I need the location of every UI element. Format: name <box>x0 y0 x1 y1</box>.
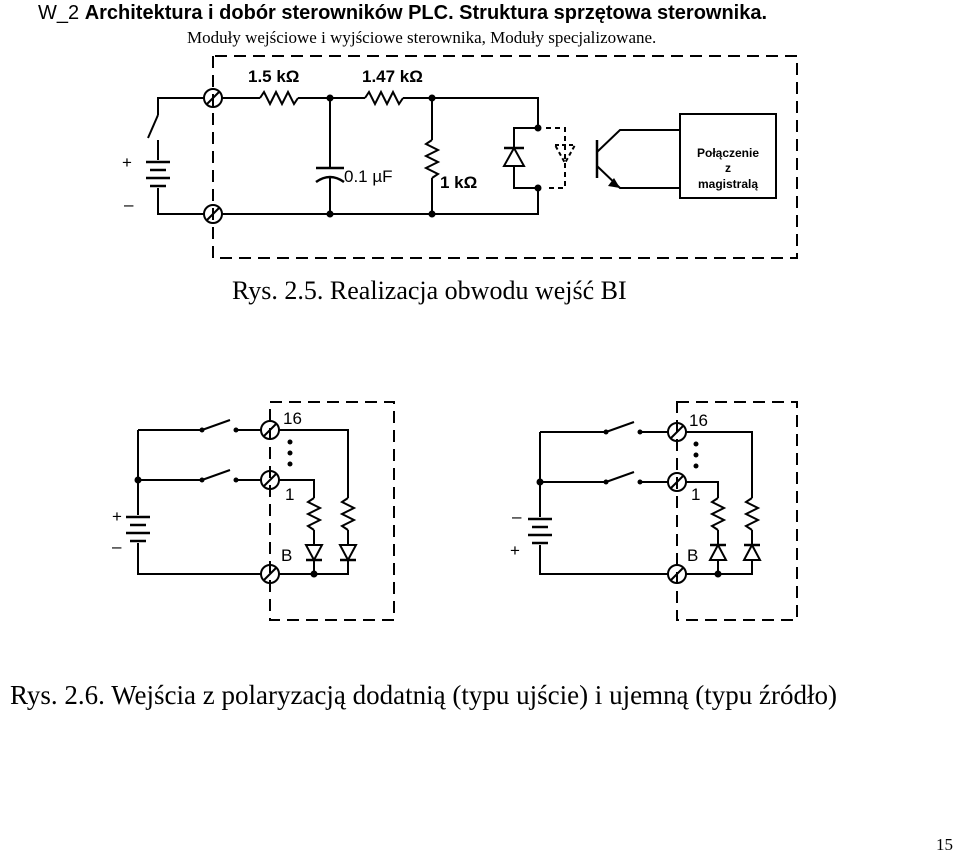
fig1-battery <box>146 160 170 188</box>
fig1-r1-label: 1.5 kΩ <box>248 67 299 86</box>
page-number: 15 <box>936 835 953 854</box>
fig2-right-plus: + <box>510 541 520 560</box>
fig2-right-terminal-16: 16 <box>689 411 708 430</box>
fig2-left-plus: + <box>112 507 122 526</box>
fig1-resistor-3 <box>423 139 441 179</box>
fig2-right-terminal-1: 1 <box>691 485 700 504</box>
figure2-caption: Rys. 2.6. Wejścia z polaryzacją dodatnią… <box>10 680 837 710</box>
header-title-text: Architektura i dobór sterowników PLC. St… <box>84 2 768 24</box>
fig1-capacitor-label: 0.1 µF <box>344 167 393 186</box>
header-prefix: W_2 <box>38 2 85 24</box>
fig2-left-terminal-b: B <box>281 546 292 565</box>
header-title: W_2 Architektura i dobór sterowników PLC… <box>38 2 767 25</box>
fig2-left-minus: – <box>112 537 122 556</box>
fig2-right-minus: – <box>512 507 522 526</box>
fig1-resistor-1 <box>259 89 299 107</box>
fig1-r2-label: 1.47 kΩ <box>362 67 423 86</box>
fig1-plus: + <box>122 153 132 172</box>
fig1-bus-line1: Połączenie <box>697 146 759 160</box>
figure1-caption: Rys. 2.5. Realizacja obwodu wejść BI <box>232 276 627 305</box>
fig2-right-circuit: 16 1 B – + <box>510 401 798 621</box>
fig1-bus-line3: magistralą <box>698 177 758 191</box>
fig1-r3-label: 1 kΩ <box>440 173 477 192</box>
fig2-left-terminal-16: 16 <box>283 409 302 428</box>
fig2-right-terminal-b: B <box>687 546 698 565</box>
fig2-left-terminal-1: 1 <box>285 485 294 504</box>
fig1-bus-line2: z <box>725 161 731 175</box>
fig1-minus: – <box>124 195 134 214</box>
fig1-bus-box <box>679 113 777 199</box>
fig1-module-border <box>212 55 798 259</box>
header-subtitle: Moduły wejściowe i wyjściowe sterownika,… <box>187 28 657 47</box>
fig2-left-circuit: 16 1 B + – <box>112 401 395 621</box>
fig1-resistor-2 <box>364 89 404 107</box>
